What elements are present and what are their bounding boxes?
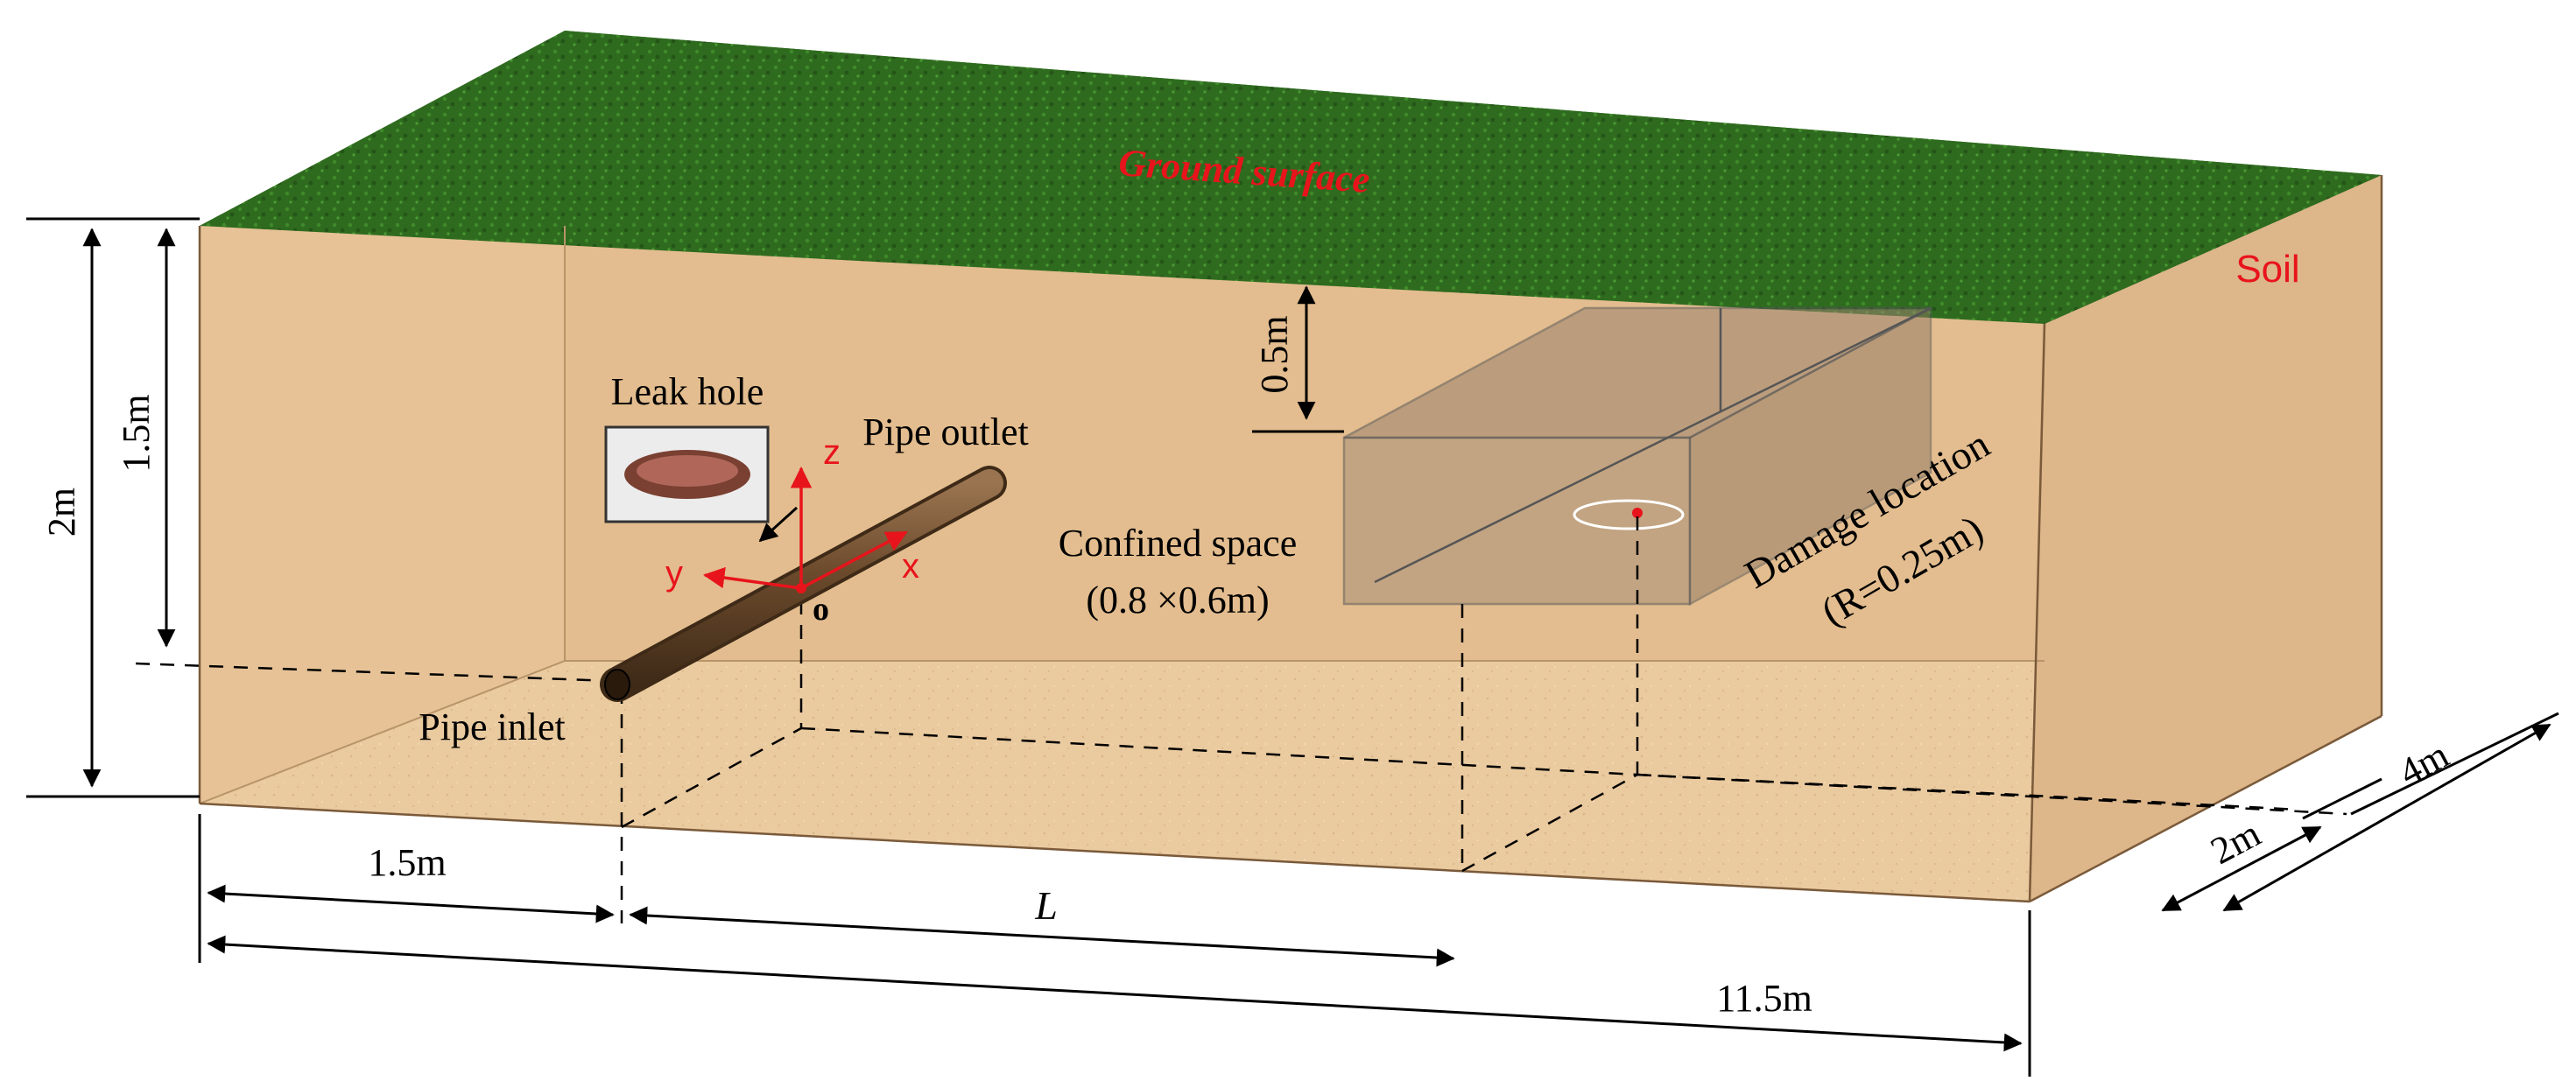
dimension-lines xyxy=(26,217,2559,1077)
soil-label: Soil xyxy=(2235,248,2299,291)
origin-label: o xyxy=(813,591,829,628)
damage-point xyxy=(1632,508,1643,518)
confined-space-label: Confined space xyxy=(1059,522,1297,565)
coordinate-axes xyxy=(702,466,908,590)
depth-total-label: 2m xyxy=(40,488,83,537)
axis-y-label: y xyxy=(665,554,683,593)
ground-surface-front xyxy=(200,31,2382,324)
leak-hole-label: Leak hole xyxy=(611,370,764,413)
axis-z-label: z xyxy=(823,433,841,472)
axis-x-label: x xyxy=(902,547,919,586)
space-top-depth-label: 0.5m xyxy=(1253,315,1296,393)
depth-pipe-label: 1.5m xyxy=(115,394,158,472)
soil-right-face xyxy=(2030,175,2382,902)
leak-hole-pointer xyxy=(758,506,799,543)
inlet-offset-label: 1.5m xyxy=(368,841,446,884)
damage-hole xyxy=(1573,499,1685,530)
soil-floor xyxy=(200,661,2045,902)
confined-space-size-label: (0.8 ×0.6m) xyxy=(1086,579,1269,621)
box-edges xyxy=(199,226,2045,804)
leak-hole-inset xyxy=(604,425,770,523)
soil-left-wall xyxy=(200,226,565,804)
half-width-label: 2m xyxy=(2204,811,2268,873)
confined-space-box xyxy=(1342,305,1932,607)
total-length-label: 11.5m xyxy=(1716,977,1812,1020)
pipe-outlet-label: Pipe outlet xyxy=(862,411,1028,453)
pipe-inlet-opening xyxy=(604,669,630,700)
origin-point xyxy=(796,583,806,593)
pipe-length-label: L xyxy=(1034,883,1058,928)
pipe-inlet-label: Pipe inlet xyxy=(419,705,565,748)
